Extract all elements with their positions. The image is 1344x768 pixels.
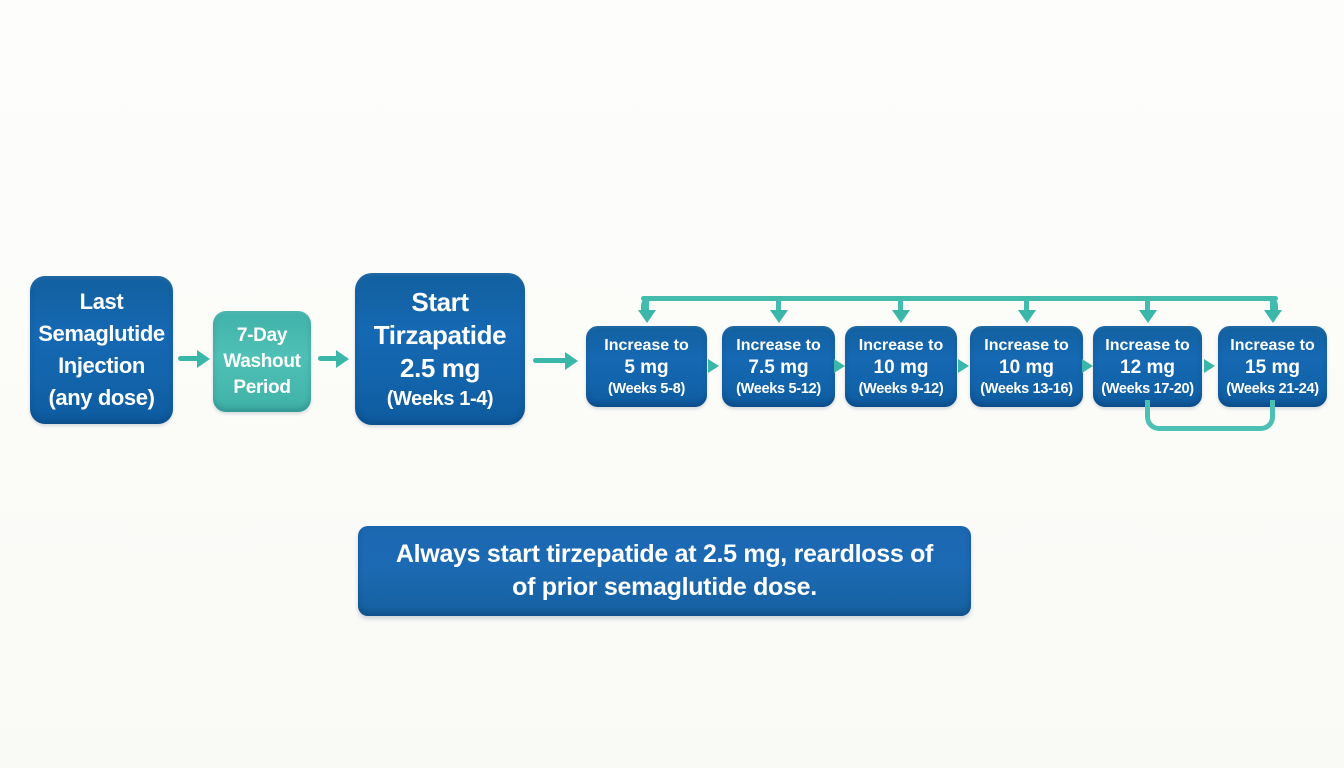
- step-box-10mg-a: Increase to 10 mg (Weeks 9-12): [845, 326, 957, 407]
- schedule-bracket-line: [641, 296, 1278, 301]
- step-weeks: (Weeks 5-8): [607, 380, 686, 397]
- step-label: Increase to: [984, 336, 1069, 354]
- node-last-semaglutide-injection: Last Semaglutide Injection (any dose): [30, 276, 173, 424]
- step-box-15mg: Increase to 15 mg (Weeks 21-24): [1218, 326, 1327, 407]
- right-arrowhead-icon: [834, 359, 845, 373]
- step-label: Increase to: [604, 336, 689, 354]
- step-box-10mg-b: Increase to 10 mg (Weeks 13-16): [970, 326, 1083, 407]
- right-arrowhead-icon: [958, 359, 969, 373]
- step-label: Increase to: [1230, 336, 1315, 354]
- bracket-stub: [898, 299, 903, 312]
- node-text-line: Period: [233, 376, 291, 398]
- step-weeks: (Weeks 17-20): [1101, 380, 1194, 397]
- node-text-line: (any dose): [48, 385, 155, 410]
- note-banner-line: of prior semaglutide dose.: [512, 573, 817, 601]
- right-arrow-icon: [318, 356, 339, 361]
- bracket-stub: [644, 299, 649, 312]
- down-arrowhead-icon: [638, 310, 656, 323]
- right-arrowhead-icon: [1082, 359, 1093, 373]
- node-text-line: 2.5 mg: [400, 352, 480, 383]
- node-text-line: Washout: [223, 350, 301, 372]
- down-arrowhead-icon: [1018, 310, 1036, 323]
- node-text-line: Start: [411, 286, 469, 317]
- right-arrow-icon: [178, 356, 200, 361]
- step-dose: 10 mg: [873, 356, 929, 378]
- right-arrowhead-icon: [197, 350, 210, 368]
- node-text-line: 7-Day: [236, 324, 288, 346]
- bracket-stub: [1024, 299, 1029, 312]
- step-dose: 7.5 mg: [748, 356, 809, 378]
- step-label: Increase to: [1105, 336, 1190, 354]
- step-weeks: (Weeks 21-24): [1226, 380, 1319, 397]
- right-arrowhead-icon: [336, 350, 349, 368]
- right-arrowhead-icon: [708, 359, 719, 373]
- step-dose: 12 mg: [1120, 356, 1175, 378]
- node-start-tirzapatide: Start Tirzapatide 2.5 mg (Weeks 1-4): [355, 273, 525, 425]
- node-weeks-label: (Weeks 1-4): [386, 387, 494, 410]
- step-box-5mg: Increase to 5 mg (Weeks 5-8): [586, 326, 707, 407]
- down-arrowhead-icon: [1264, 310, 1282, 323]
- step-weeks: (Weeks 5-12): [736, 380, 821, 397]
- down-arrowhead-icon: [770, 310, 788, 323]
- step-dose: 5 mg: [624, 356, 669, 378]
- step-dose: 10 mg: [999, 356, 1054, 378]
- bracket-stub: [1270, 299, 1275, 312]
- node-text-line: Injection: [58, 353, 145, 378]
- node-text-line: Semaglutide: [38, 321, 165, 346]
- note-banner: Always start tirzepatide at 2.5 mg, rear…: [358, 526, 971, 616]
- step-box-7-5mg: Increase to 7.5 mg (Weeks 5-12): [722, 326, 835, 407]
- right-arrow-icon: [533, 358, 568, 363]
- step-weeks: (Weeks 13-16): [980, 380, 1073, 397]
- right-arrowhead-icon: [565, 352, 578, 370]
- note-banner-line: Always start tirzepatide at 2.5 mg, rear…: [395, 540, 934, 568]
- loop-connector: [1145, 400, 1275, 431]
- step-box-12mg: Increase to 12 mg (Weeks 17-20): [1093, 326, 1202, 407]
- step-label: Increase to: [736, 336, 821, 354]
- bracket-stub: [776, 299, 781, 312]
- right-arrowhead-icon: [1204, 359, 1215, 373]
- schedule-bracket-corner-right: [1264, 296, 1278, 312]
- step-label: Increase to: [858, 336, 944, 354]
- node-washout-period: 7-Day Washout Period: [213, 311, 311, 412]
- schedule-bracket-corner-left: [641, 296, 655, 312]
- down-arrowhead-icon: [1139, 310, 1157, 323]
- step-weeks: (Weeks 9-12): [858, 380, 944, 397]
- node-text-line: Tirzapatide: [373, 319, 507, 350]
- down-arrowhead-icon: [892, 310, 910, 323]
- node-text-line: Last: [79, 289, 124, 314]
- step-dose: 15 mg: [1245, 356, 1300, 378]
- bracket-stub: [1145, 299, 1150, 312]
